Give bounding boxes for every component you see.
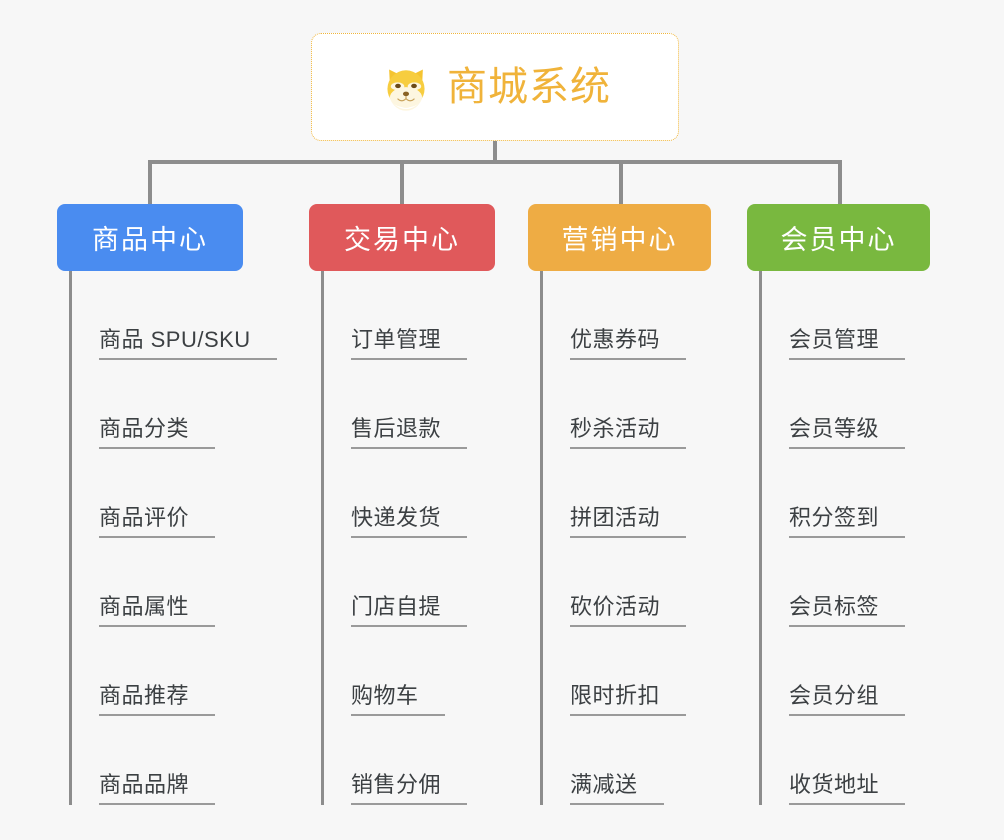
list-item[interactable]: 会员分组 <box>759 627 977 716</box>
category-column-1: 交易中心 订单管理 售后退款 快递发货 门店自提 购物车 销售分佣 <box>309 204 549 805</box>
connector-drop-1 <box>148 160 152 206</box>
connector-drop-2 <box>400 160 404 206</box>
list-item-label: 门店自提 <box>351 595 468 627</box>
category-header-label: 会员中心 <box>780 225 897 255</box>
list-item-label: 商品品牌 <box>99 773 216 805</box>
list-item[interactable]: 商品分类 <box>69 360 297 449</box>
list-item-label: 商品 SPU/SKU <box>99 328 277 360</box>
category-header-label: 营销中心 <box>561 225 678 255</box>
list-item-label: 限时折扣 <box>570 684 687 716</box>
list-item[interactable]: 限时折扣 <box>540 627 758 716</box>
list-item-label: 商品评价 <box>99 506 216 538</box>
list-item[interactable]: 会员标签 <box>759 538 977 627</box>
list-item-label: 快递发货 <box>351 506 468 538</box>
category-branch-0: 商品 SPU/SKU 商品分类 商品评价 商品属性 商品推荐 商品品牌 <box>69 271 297 805</box>
list-item[interactable]: 秒杀活动 <box>540 360 758 449</box>
list-item-label: 拼团活动 <box>570 506 687 538</box>
list-item-label: 会员分组 <box>789 684 906 716</box>
list-item-label: 购物车 <box>351 684 445 716</box>
category-column-2: 营销中心 优惠券码 秒杀活动 拼团活动 砍价活动 限时折扣 满减送 <box>528 204 758 805</box>
list-item-label: 订单管理 <box>351 328 468 360</box>
list-item[interactable]: 商品评价 <box>69 449 297 538</box>
list-item[interactable]: 优惠券码 <box>540 271 758 360</box>
list-item[interactable]: 商品品牌 <box>69 716 297 805</box>
list-item-label: 优惠券码 <box>570 328 687 360</box>
list-item-label: 商品分类 <box>99 417 216 449</box>
category-column-0: 商品中心 商品 SPU/SKU 商品分类 商品评价 商品属性 商品推荐 商品品牌 <box>57 204 297 805</box>
list-item[interactable]: 砍价活动 <box>540 538 758 627</box>
list-item[interactable]: 门店自提 <box>321 538 549 627</box>
list-item-label: 砍价活动 <box>570 595 687 627</box>
category-column-3: 会员中心 会员管理 会员等级 积分签到 会员标签 会员分组 收货地址 <box>747 204 977 805</box>
list-item[interactable]: 满减送 <box>540 716 758 805</box>
list-item-label: 秒杀活动 <box>570 417 687 449</box>
root-title: 商城系统 <box>447 65 611 109</box>
list-item-label: 积分签到 <box>789 506 906 538</box>
list-item[interactable]: 销售分佣 <box>321 716 549 805</box>
branch-trunk <box>540 271 543 805</box>
branch-trunk <box>69 271 72 805</box>
category-header-label: 商品中心 <box>92 225 208 255</box>
list-item[interactable]: 商品推荐 <box>69 627 297 716</box>
list-item-label: 售后退款 <box>351 417 468 449</box>
category-branch-2: 优惠券码 秒杀活动 拼团活动 砍价活动 限时折扣 满减送 <box>540 271 758 805</box>
list-item-label: 商品推荐 <box>99 684 216 716</box>
list-item-label: 会员标签 <box>789 595 906 627</box>
list-item[interactable]: 会员管理 <box>759 271 977 360</box>
category-header-label: 交易中心 <box>344 225 460 255</box>
connector-root-stem <box>493 141 497 163</box>
list-item[interactable]: 商品 SPU/SKU <box>69 271 297 360</box>
list-item[interactable]: 收货地址 <box>759 716 977 805</box>
category-branch-3: 会员管理 会员等级 积分签到 会员标签 会员分组 收货地址 <box>759 271 977 805</box>
list-item[interactable]: 售后退款 <box>321 360 549 449</box>
category-header-0[interactable]: 商品中心 <box>57 204 243 271</box>
list-item[interactable]: 商品属性 <box>69 538 297 627</box>
list-item[interactable]: 拼团活动 <box>540 449 758 538</box>
connector-drop-3 <box>619 160 623 206</box>
category-branch-1: 订单管理 售后退款 快递发货 门店自提 购物车 销售分佣 <box>321 271 549 805</box>
connector-horizontal-bus <box>148 160 840 164</box>
category-header-1[interactable]: 交易中心 <box>309 204 495 271</box>
category-header-2[interactable]: 营销中心 <box>528 204 711 271</box>
connector-drop-4 <box>838 160 842 206</box>
list-item[interactable]: 订单管理 <box>321 271 549 360</box>
branch-trunk <box>759 271 762 805</box>
list-item-label: 收货地址 <box>789 773 906 805</box>
list-item[interactable]: 积分签到 <box>759 449 977 538</box>
list-item[interactable]: 会员等级 <box>759 360 977 449</box>
branch-trunk <box>321 271 324 805</box>
list-item-label: 商品属性 <box>99 595 216 627</box>
shiba-dog-face-icon <box>379 61 433 115</box>
category-header-3[interactable]: 会员中心 <box>747 204 930 271</box>
list-item[interactable]: 购物车 <box>321 627 549 716</box>
list-item-label: 满减送 <box>570 773 664 805</box>
root-node[interactable]: 商城系统 <box>311 33 679 141</box>
list-item-label: 会员等级 <box>789 417 906 449</box>
list-item[interactable]: 快递发货 <box>321 449 549 538</box>
list-item-label: 销售分佣 <box>351 773 468 805</box>
list-item-label: 会员管理 <box>789 328 906 360</box>
